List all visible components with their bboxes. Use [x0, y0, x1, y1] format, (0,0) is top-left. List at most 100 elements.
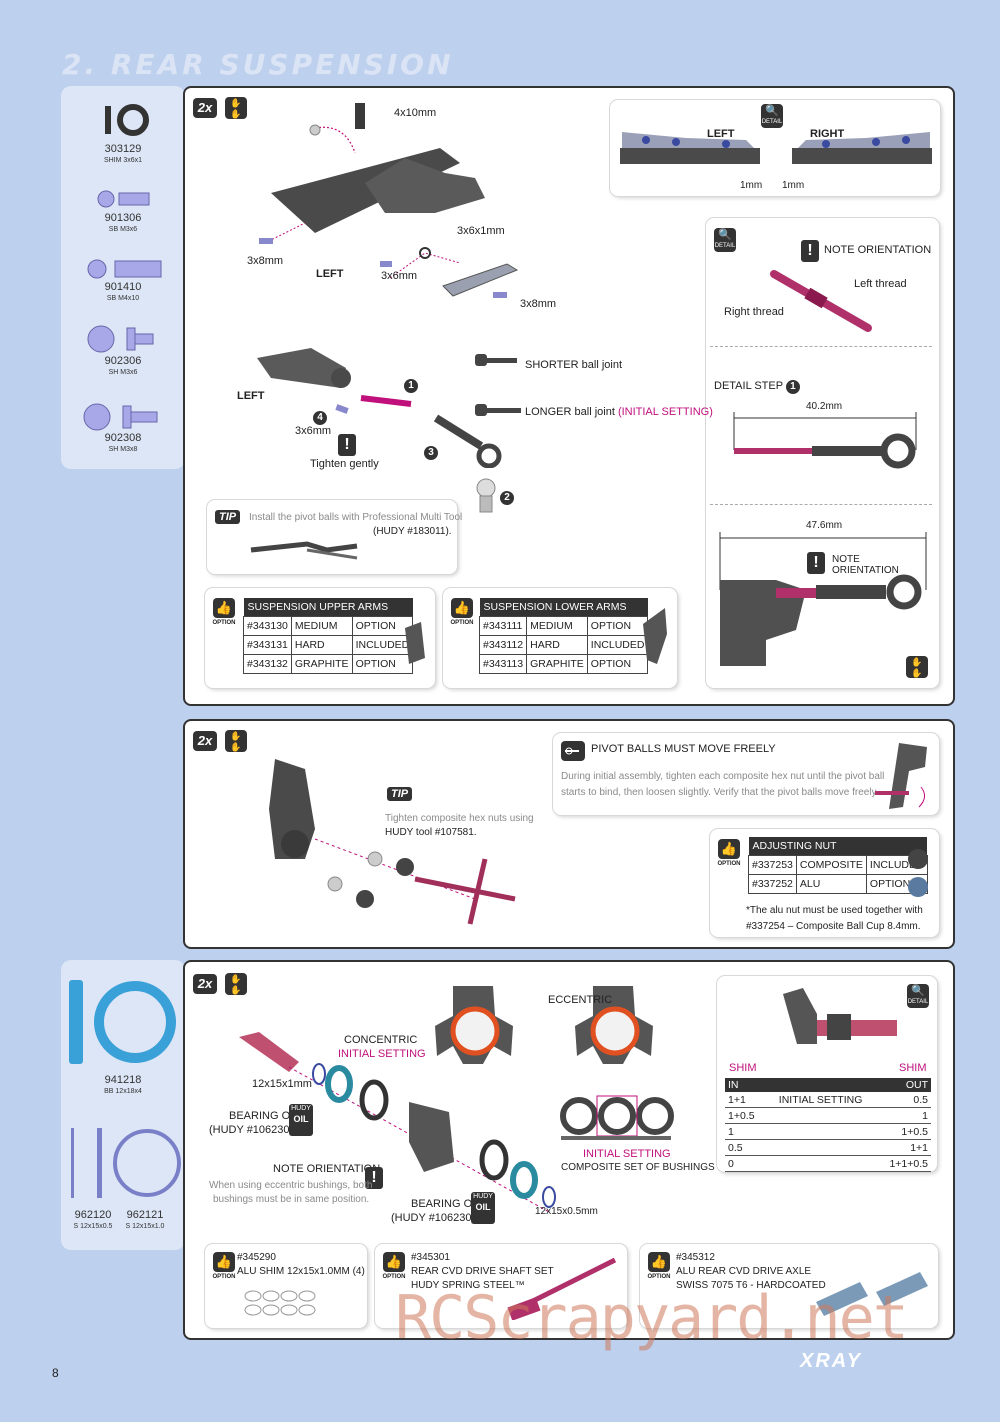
- cvd-shaft-icon: [507, 1257, 617, 1320]
- wrench-icon: [561, 741, 585, 761]
- option-thumb-icon: 👍OPTION: [647, 1252, 671, 1280]
- step-number-4: 4: [313, 411, 327, 425]
- pivot-ball-illustration: [875, 743, 927, 809]
- left-right-same-icon: ✋✋L=R: [906, 656, 928, 686]
- detail-icon: 🔍DETAIL: [907, 984, 929, 1008]
- divider: [710, 504, 932, 505]
- note-text-2: bushings must be in same position.: [213, 1194, 370, 1205]
- qty-badge: 2x: [193, 974, 217, 994]
- step-number-3: 3: [424, 446, 438, 460]
- label-left-3: LEFT: [237, 390, 265, 402]
- label-shim-left: SHIM: [729, 1062, 757, 1074]
- option-thumb-icon: 👍OPTION: [382, 1252, 406, 1280]
- opt2-number: #345301: [411, 1252, 450, 1263]
- step-panel-2: 2x ✋✋L=R TIP Tighten composite hex nuts …: [183, 719, 955, 949]
- left-right-arms-box: 🔍DETAIL LEFT RIGHT 1mm 1mm: [610, 100, 940, 196]
- pivot-title: PIVOT BALLS MUST MOVE FREELY: [591, 743, 776, 755]
- ball-joint-illustration: [733, 412, 917, 469]
- label-dim-40-2: 40.2mm: [806, 401, 843, 412]
- left-right-same-icon: ✋✋L=R: [225, 730, 247, 760]
- label-screw-3x6-b: 3x6mm: [295, 425, 332, 437]
- opt2-name-1: REAR CVD DRIVE SHAFT SET: [411, 1266, 554, 1277]
- socket-head-m3x8-icon: [83, 403, 158, 431]
- button-screw-m4x10-icon: [87, 259, 162, 279]
- lower-arm-icon: [643, 608, 667, 664]
- tip-icon: TIP: [215, 510, 241, 524]
- warning-icon: !: [338, 434, 356, 456]
- label-eccentric: ECCENTRIC: [548, 994, 613, 1006]
- label-screw-3x6: 3x6mm: [381, 270, 418, 282]
- upper-arm-icon: [405, 622, 425, 664]
- left-right-same-icon: ✋✋L=R: [225, 973, 247, 1003]
- watermark: RCScrapyard.net: [395, 1283, 909, 1353]
- divider: [710, 346, 932, 347]
- label-note-orientation: NOTE ORIENTATION: [824, 244, 932, 256]
- label-gap-right: 1mm: [782, 180, 805, 191]
- label-screw-4x10: 4x10mm: [394, 107, 437, 119]
- label-shorter-ball-joint: SHORTER ball joint: [525, 359, 622, 371]
- option-thumb-icon: 👍OPTION: [717, 839, 741, 867]
- detail-icon: 🔍DETAIL: [714, 228, 736, 252]
- lower-arm-illustration: [259, 103, 485, 279]
- opt1-name: ALU SHIM 12x15x1.0MM (4): [237, 1266, 365, 1277]
- ball-joints-illustration: [475, 354, 521, 416]
- concentric-bushing-illustration: [435, 986, 513, 1064]
- pivot-balls-note-box: PIVOT BALLS MUST MOVE FREELY During init…: [553, 733, 939, 815]
- label-concentric: CONCENTRIC: [344, 1034, 418, 1046]
- rear-axle-assembly-illustration: [239, 1032, 556, 1213]
- warning-icon: !: [365, 1167, 383, 1189]
- nt-tip-icon: TIP: [387, 787, 413, 801]
- label-screw-3x8-a: 3x8mm: [247, 255, 284, 267]
- step-number-1: 1: [404, 379, 418, 393]
- tip-text-2: (HUDY #183011).: [373, 526, 452, 537]
- pivot-ball-icon: [476, 478, 496, 513]
- button-screw-m3x6-icon: [97, 190, 150, 208]
- label-shim-3x6x1: 3x6x1mm: [457, 225, 505, 237]
- option-thumb-icon: 👍OPTION: [212, 1252, 236, 1280]
- qty-badge: 2x: [193, 98, 217, 118]
- left-right-same-icon: ✋✋L=R: [225, 97, 247, 127]
- step-panel-1: 2x ✋✋L=R 4x10mm 3x6x1mm 3x8mm LEFT 3x6mm…: [183, 86, 955, 706]
- arm-with-ball-joint-illustration: [719, 532, 927, 666]
- label-tighten-gently: Tighten gently: [310, 458, 379, 470]
- label-dim-47-6: 47.6mm: [806, 520, 843, 531]
- alu-shims-icon: [244, 1290, 316, 1316]
- step-panel-3: 2x ✋✋L=R CONCENTRIC INITIAL SETTING ECCE…: [183, 960, 955, 1340]
- upper-link-illustration: [442, 263, 519, 298]
- tip-box-1: TIP Install the pivot balls with Profess…: [207, 500, 462, 574]
- adj-note-1: *The alu nut must be used together with: [746, 905, 923, 916]
- label-composite-bushings: COMPOSITE SET OF BUSHINGS: [561, 1162, 715, 1173]
- tip-text-nuts-2: HUDY tool #107581.: [385, 827, 477, 838]
- page-title: 2. REAR SUSPENSION: [62, 48, 454, 81]
- adj-note-2: #337254 – Composite Ball Cup 8.4mm.: [746, 921, 921, 932]
- multi-tool-icon: [250, 541, 358, 560]
- turnbuckle-illustration: [770, 270, 872, 332]
- label-longer-ball-joint: LONGER ball joint (INITIAL SETTING): [525, 406, 713, 418]
- upper-arm-assembly-illustration: [257, 348, 502, 468]
- tip-text-1: Install the pivot balls with Professiona…: [249, 512, 463, 523]
- label-bearing-oil-1: BEARING OIL: [229, 1110, 300, 1122]
- label-bearing-oil-2: BEARING OIL: [411, 1198, 482, 1210]
- option-thumb-icon: 👍OPTION: [450, 598, 474, 626]
- label-detail-step: DETAIL STEP 1: [714, 380, 800, 394]
